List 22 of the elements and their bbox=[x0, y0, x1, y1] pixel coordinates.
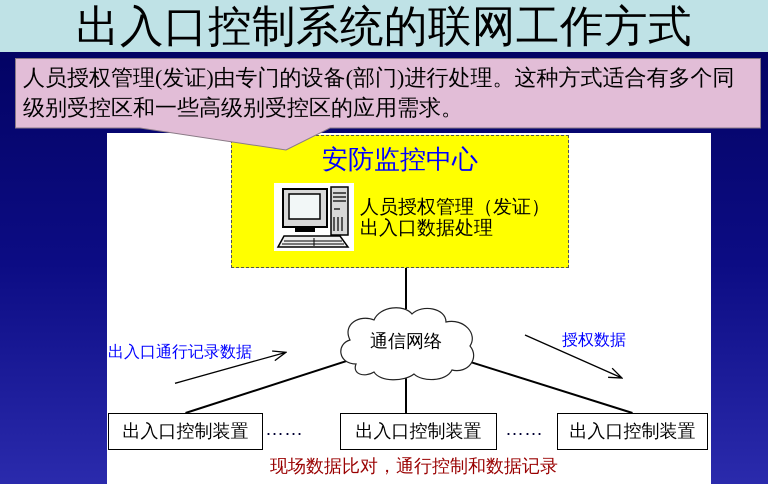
device-box bbox=[557, 413, 708, 450]
connector-line bbox=[185, 360, 346, 414]
connector-line bbox=[405, 268, 407, 309]
note-text: 现场数据比对，通行控制和数据记录 bbox=[270, 456, 558, 476]
device-box bbox=[340, 413, 497, 450]
callout-text: 人员授权管理(发证)由专门的设备(部门)进行处理。这种方式适合有多个同级别受控区和一些高级别受控区的应用需求。 bbox=[23, 64, 736, 122]
network-name: 通信网络 bbox=[370, 330, 442, 352]
connector-line bbox=[472, 361, 633, 414]
heading: 安防监控中心 bbox=[322, 144, 478, 174]
control-center-box bbox=[231, 135, 569, 268]
flow-label: 出入口通行记录数据 bbox=[108, 344, 252, 362]
ellipsis: …… bbox=[505, 419, 543, 440]
flow-label: 授权数据 bbox=[562, 332, 626, 350]
connector-line bbox=[405, 378, 407, 413]
device-name: 出入口控制装置 bbox=[356, 420, 482, 442]
title: 出入口控制系统的联网工作方式 bbox=[76, 4, 692, 50]
body-text: 出入口数据处理 bbox=[360, 218, 493, 240]
device-box bbox=[108, 413, 263, 450]
device-name: 出入口控制装置 bbox=[122, 420, 248, 442]
ellipsis: …… bbox=[265, 419, 303, 440]
body-text: 人员授权管理（发证） bbox=[360, 197, 550, 218]
device-name: 出入口控制装置 bbox=[570, 420, 696, 442]
